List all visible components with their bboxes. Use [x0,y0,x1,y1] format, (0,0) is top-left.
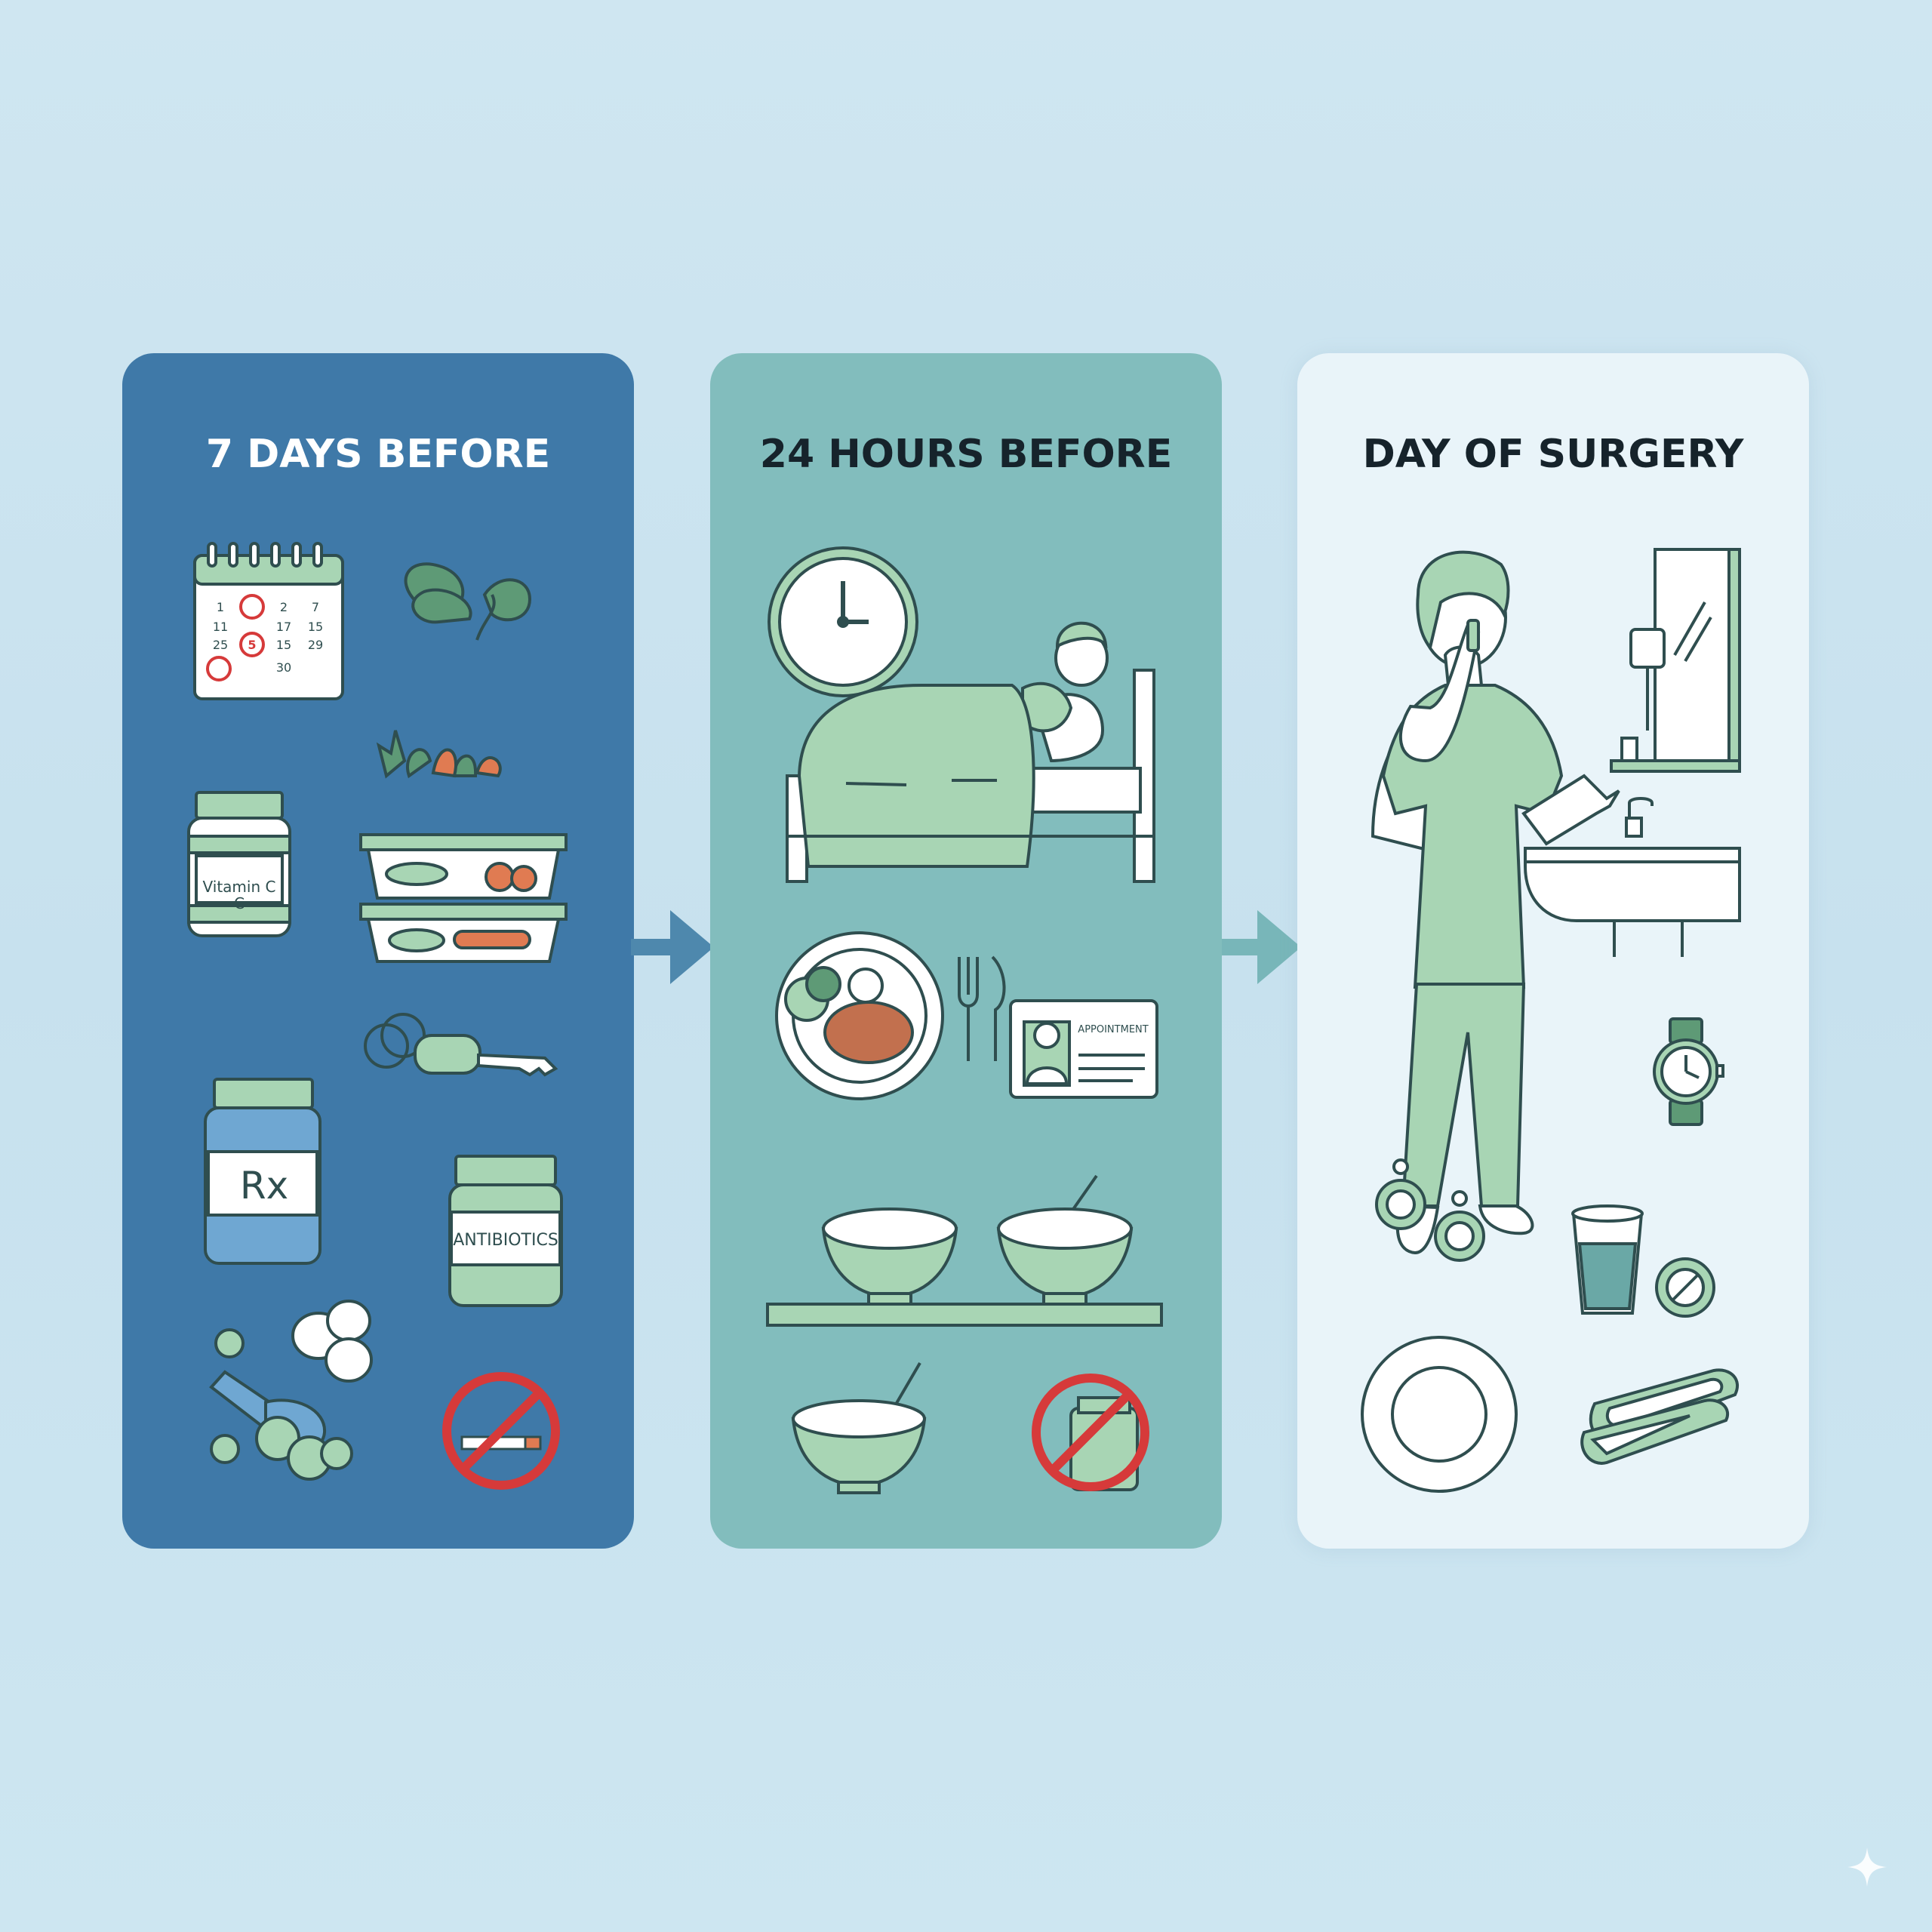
clock-icon [768,546,918,697]
vitamin-c-label: Vitamin C [203,878,276,896]
mirror-icon [1610,548,1741,773]
fork-icon [958,955,1006,1061]
calendar-date: 15 [308,620,323,634]
wristwatch-icon [1653,1017,1724,1126]
id-card-label: APPOINTMENT [1078,1024,1148,1035]
calendar-dates: 1 2 7 11 17 15 25 15 29 5 30 [213,600,323,675]
vitamin-c-label-sub: C [234,894,245,912]
panel-title-day-of-surgery: DAY OF SURGERY [1362,432,1744,477]
antibiotics-bottle-icon [448,1155,563,1307]
rx-label: Rx [240,1164,288,1208]
prescription-bottle-icon [204,1078,321,1265]
panel-24-hours-before: 24 HOURS BEFORE [710,353,1222,1549]
panel-2-illustrations: APPOINTMENT [766,546,1163,1494]
panel-1-illustrations: 1 2 7 11 17 15 25 15 29 5 30 Vitamin [187,542,568,1490]
panel-day-of-surgery: DAY OF SURGERY [1297,353,1809,1549]
calendar-date: 1 [217,600,224,614]
calendar-date: 5 [248,638,256,652]
panel-7-days-before: 7 DAYS BEFORE 1 2 7 11 17 15 25 [122,353,634,1549]
panel-title-7-days-before: 7 DAYS BEFORE [205,432,551,477]
pill-icon [1655,1257,1715,1318]
sink-icon [1524,797,1741,957]
rice-bowls-icon [766,1174,1163,1327]
calendar-date: 11 [213,620,228,634]
calendar-date: 30 [276,660,291,675]
water-glass-icon [1571,1204,1644,1315]
earrings-icon [1375,1158,1485,1262]
meal-plate-icon [775,931,944,1100]
patient-resting-in-bed-icon [786,621,1155,883]
vitamin-c-bottle-icon [187,791,291,937]
calendar-date: 29 [308,638,323,652]
calendar-icon [193,542,344,700]
supplements-icon [209,1300,373,1481]
timeline-arrow-2 [1218,910,1301,984]
meal-prep-containers-icon [359,730,568,963]
calendar-date: 15 [276,638,291,652]
denture-case-icon [1580,1368,1740,1465]
car-keys-icon [364,1013,558,1077]
calendar-date: 2 [280,600,288,614]
empty-plate-icon [1361,1336,1518,1493]
spinach-leaves-icon [404,562,532,641]
soup-bowl-icon [791,1361,927,1494]
person-brushing-teeth-icon [1371,550,1620,1255]
no-medication-icon [1032,1374,1149,1491]
id-card-icon [1009,999,1158,1099]
antibiotics-label: ANTIBIOTICS [453,1231,558,1250]
timeline-arrow-1 [631,910,714,984]
calendar-date: 25 [213,638,228,652]
calendar-date: 17 [276,620,291,634]
panel-title-24-hours-before: 24 HOURS BEFORE [759,432,1173,477]
no-smoking-icon [442,1372,560,1490]
calendar-date: 7 [312,600,319,614]
panel-3-illustrations [1361,548,1741,1493]
sparkle-icon [1847,1847,1887,1887]
